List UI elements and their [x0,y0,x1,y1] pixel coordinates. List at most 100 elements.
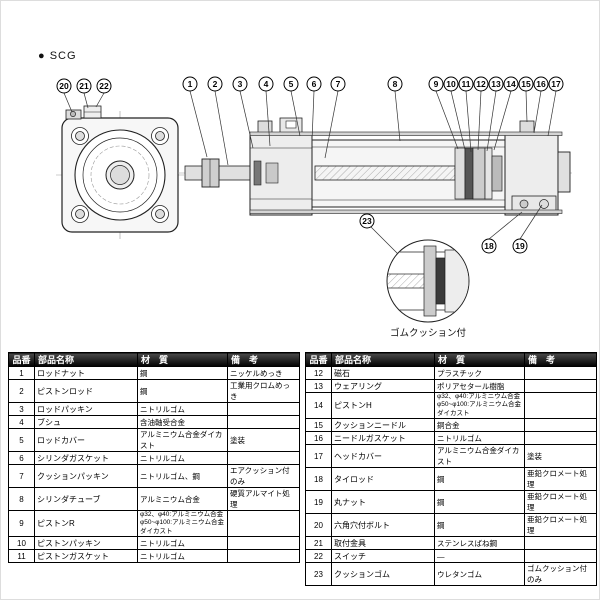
part-no: 8 [8,487,35,511]
part-name: ロッドカバー [34,428,138,452]
part-remarks [227,402,300,416]
svg-text:13: 13 [491,79,501,89]
cylinder-diagram: ゴムクッション付 1 2 3 4 5 6 7 8 9 10 11 12 13 1 [56,76,572,339]
part-remarks [227,536,300,551]
part-name: シリンダチューブ [34,487,138,511]
rod-nut [201,158,220,188]
svg-text:15: 15 [521,79,531,89]
callout-22: 22 [96,78,112,94]
part-name: クッションパッキン [34,464,138,488]
part-material: 鋼 [434,513,525,538]
col-header-remarks: 備 考 [524,352,597,367]
part-name: クッションニードル [331,418,435,433]
part-material: ニトリルゴム [137,549,228,564]
side-section-view [178,117,572,216]
piston-assembly [454,147,503,200]
callout-12: 12 [473,76,489,92]
detail-view-label: ゴムクッション付 [390,327,467,339]
part-no: 18 [305,467,332,492]
part-material: ニトリルゴム [137,451,228,465]
svg-text:2: 2 [213,79,218,89]
part-remarks: 塗装 [227,428,300,452]
part-no: 6 [8,451,35,465]
part-no: 9 [8,509,35,538]
part-name: ロッドパッキン [34,402,138,416]
callout-11: 11 [458,76,474,92]
front-view [56,105,184,239]
callout-23: 23 [359,213,375,229]
callout-15: 15 [518,76,534,92]
head-cushion-needle-boss [519,120,535,134]
part-name: ウェアリング [331,379,435,393]
callout-5: 5 [283,76,299,92]
callout-9: 9 [428,76,444,92]
svg-text:21: 21 [79,81,89,91]
col-header-part-name: 部品名称 [34,352,138,367]
part-remarks: 塗装 [524,444,597,469]
part-remarks: 亜鉛クロメート処理 [524,467,597,492]
head-end-boss [557,151,571,193]
svg-text:10: 10 [446,79,456,89]
part-no: 21 [305,536,332,551]
part-remarks: エアクッション付のみ [227,464,300,488]
part-no: 2 [8,379,35,403]
col-header-part-no: 品番 [8,352,35,367]
part-name: ピストンR [34,509,138,538]
detail-piston [423,245,437,317]
svg-text:18: 18 [484,241,494,251]
callout-20: 20 [56,78,72,94]
svg-text:19: 19 [515,241,525,251]
callout-7: 7 [330,76,346,92]
part-material: ステンレスばね鋼 [434,536,525,551]
part-name: ロッドナット [34,366,138,380]
part-no: 22 [305,549,332,564]
callout-21: 21 [76,78,92,94]
svg-text:6: 6 [312,79,317,89]
callout-17: 17 [548,76,564,92]
part-name: 磁石 [331,366,435,380]
round-nut [539,199,549,209]
svg-text:5: 5 [289,79,294,89]
part-material: ニトリルゴム [137,536,228,551]
part-name: 取付金具 [331,536,435,551]
rod-packing [253,160,262,186]
part-material: 鋼 [137,366,228,380]
svg-text:22: 22 [99,81,109,91]
part-name: 六角穴付ボルト [331,513,435,538]
col-header-part-no: 品番 [305,352,332,367]
part-name: スイッチ [331,549,435,564]
part-material: アルミニウム合金 [137,487,228,511]
part-remarks: 亜鉛クロメート処理 [524,490,597,515]
part-no: 7 [8,464,35,488]
part-no: 4 [8,415,35,429]
callout-14: 14 [503,76,519,92]
part-name: 丸ナット [331,490,435,515]
svg-text:11: 11 [462,79,471,89]
part-no: 17 [305,444,332,469]
part-material: ― [434,549,525,564]
part-material: ニトリルゴム、鋼 [137,464,228,488]
part-material: アルミニウム合金ダイカスト [434,444,525,469]
part-remarks [227,451,300,465]
part-no: 5 [8,428,35,452]
part-material: 含油軸受合金 [137,415,228,429]
callout-18: 18 [481,238,497,254]
svg-text:4: 4 [264,79,269,89]
bushing [265,162,279,184]
part-no: 14 [305,391,332,420]
svg-text:16: 16 [536,79,546,89]
table-header-row: 品番 部品名称 材 質 備 考 [8,352,300,367]
part-remarks: 亜鉛クロメート処理 [524,513,597,538]
part-remarks [227,549,300,564]
leader-lines [63,90,557,255]
part-remarks: ニッケルめっき [227,366,300,380]
